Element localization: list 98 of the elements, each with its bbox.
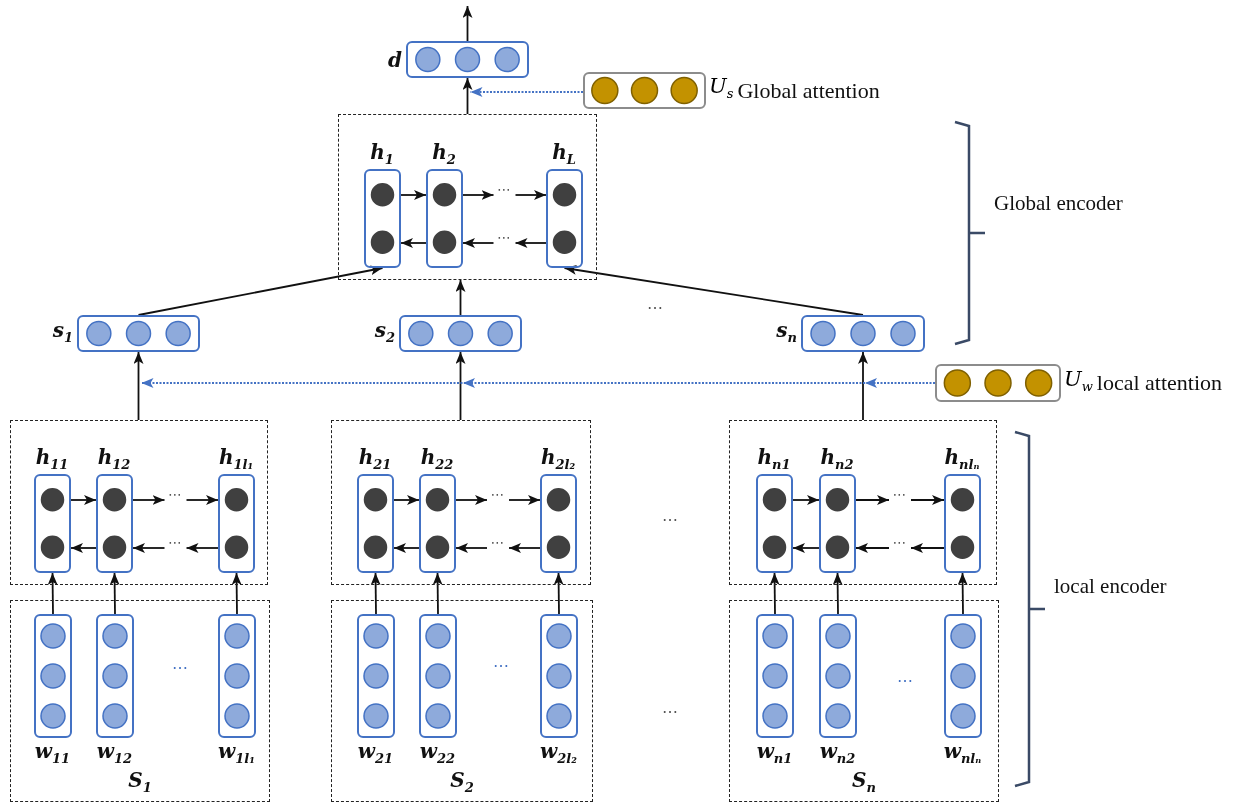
ellipsis: ⋯ — [493, 656, 509, 676]
arrow — [462, 190, 495, 200]
ellipsis: ⋯ — [888, 486, 911, 501]
arrow — [185, 495, 219, 505]
arrow — [792, 543, 820, 553]
ellipsis: ⋯ — [647, 298, 663, 318]
arrow — [462, 5, 473, 42]
arrow — [455, 543, 488, 553]
arrow — [514, 238, 547, 248]
ellipsis: ⋯ — [164, 534, 186, 549]
arrow — [393, 543, 420, 553]
state-label: h$_{12}$ — [97, 443, 131, 472]
section-label: local encoder — [1054, 574, 1167, 598]
dashed-group-box — [10, 420, 268, 585]
arrow — [563, 264, 864, 316]
sentence-label: S$_{n}$ — [852, 767, 876, 797]
vector-label: s$_{n}$ — [775, 316, 797, 347]
arrow — [769, 572, 780, 615]
ellipsis: ⋯ — [888, 534, 911, 549]
arrow — [132, 543, 166, 553]
state-label: h$_{2l₂}$ — [540, 443, 576, 472]
arrow — [47, 572, 58, 615]
arrow — [133, 351, 144, 421]
dashed-group-box — [338, 114, 597, 280]
arrow — [185, 543, 219, 553]
dashed-group-box — [10, 600, 270, 802]
state-label: h$_{11}$ — [35, 443, 69, 472]
state-label: h$_{22}$ — [420, 443, 454, 472]
state-label: w$_{n2}$ — [819, 737, 856, 766]
arrow — [855, 543, 890, 553]
state-label: h$_{n2}$ — [820, 443, 854, 472]
dashed-group-box — [729, 420, 997, 585]
arrow — [508, 543, 541, 553]
arrow — [109, 572, 120, 615]
ellipsis: ⋯ — [897, 671, 913, 691]
arrow — [910, 495, 945, 505]
arrow — [910, 543, 945, 553]
attention-arrow — [140, 378, 936, 388]
arrow — [70, 495, 97, 505]
arrow — [132, 495, 166, 505]
arrow — [400, 238, 427, 248]
dashed-group-box — [729, 600, 999, 802]
ellipsis: ⋯ — [493, 229, 515, 244]
vector-label: s$_{1}$ — [51, 316, 73, 347]
state-label: h$_{L}$ — [552, 138, 576, 167]
arrow — [858, 351, 868, 421]
sentence-label: S$_{2}$ — [450, 767, 474, 797]
state-label: w$_{11}$ — [34, 737, 71, 766]
arrow — [455, 495, 488, 505]
vector-label: d — [387, 46, 402, 73]
state-label: h$_{1l₁}$ — [218, 443, 254, 472]
arrow — [855, 495, 890, 505]
arrow — [462, 77, 473, 115]
arrow — [792, 495, 820, 505]
state-label: w$_{n1}$ — [756, 737, 793, 766]
arrow — [393, 495, 420, 505]
state-label: h$_{n1}$ — [757, 443, 791, 472]
state-label: w$_{21}$ — [357, 737, 394, 766]
arrow — [462, 238, 495, 248]
ellipsis: ⋯ — [493, 181, 515, 196]
state-label: w$_{12}$ — [96, 737, 133, 766]
arrow — [508, 495, 541, 505]
attention-label: Global attention — [737, 77, 880, 104]
ellipsis: ⋯ — [172, 658, 188, 678]
arrow — [832, 572, 843, 615]
state-label: w$_{2l₂}$ — [540, 737, 577, 766]
section-label: Global encoder — [994, 191, 1123, 215]
ellipsis: ⋯ — [164, 486, 186, 501]
state-label: w$_{1l₁}$ — [218, 737, 255, 766]
attention-label: local attention — [1096, 370, 1223, 396]
arrow — [957, 572, 968, 615]
state-label: h$_{1}$ — [370, 138, 394, 167]
ellipsis: ⋯ — [486, 534, 509, 549]
arrow — [137, 265, 384, 316]
arrow — [70, 543, 97, 553]
arrow — [553, 572, 564, 615]
ellipsis: ⋯ — [662, 702, 678, 722]
dashed-group-box — [331, 420, 591, 585]
dashed-group-box — [331, 600, 593, 802]
sentence-label: S$_{1}$ — [128, 767, 152, 797]
state-label: w$_{22}$ — [419, 737, 456, 766]
vector-label: s$_{2}$ — [373, 316, 395, 347]
arrow — [432, 572, 443, 615]
arrow — [370, 572, 381, 615]
state-label: h$_{2}$ — [432, 138, 456, 167]
arrow — [455, 351, 466, 421]
state-label: w$_{nlₙ}$ — [943, 737, 982, 766]
attention-symbol: U$_{s}$ — [709, 73, 734, 104]
arrow — [455, 279, 466, 316]
state-label: h$_{21}$ — [358, 443, 392, 472]
arrow — [514, 190, 547, 200]
attention-arrow — [469, 87, 584, 97]
arrow — [231, 572, 242, 615]
arrow — [400, 190, 427, 200]
ellipsis: ⋯ — [662, 510, 678, 530]
state-label: h$_{nlₙ}$ — [944, 443, 980, 472]
ellipsis: ⋯ — [486, 486, 509, 501]
attention-symbol: U$_{w}$ — [1064, 365, 1093, 397]
